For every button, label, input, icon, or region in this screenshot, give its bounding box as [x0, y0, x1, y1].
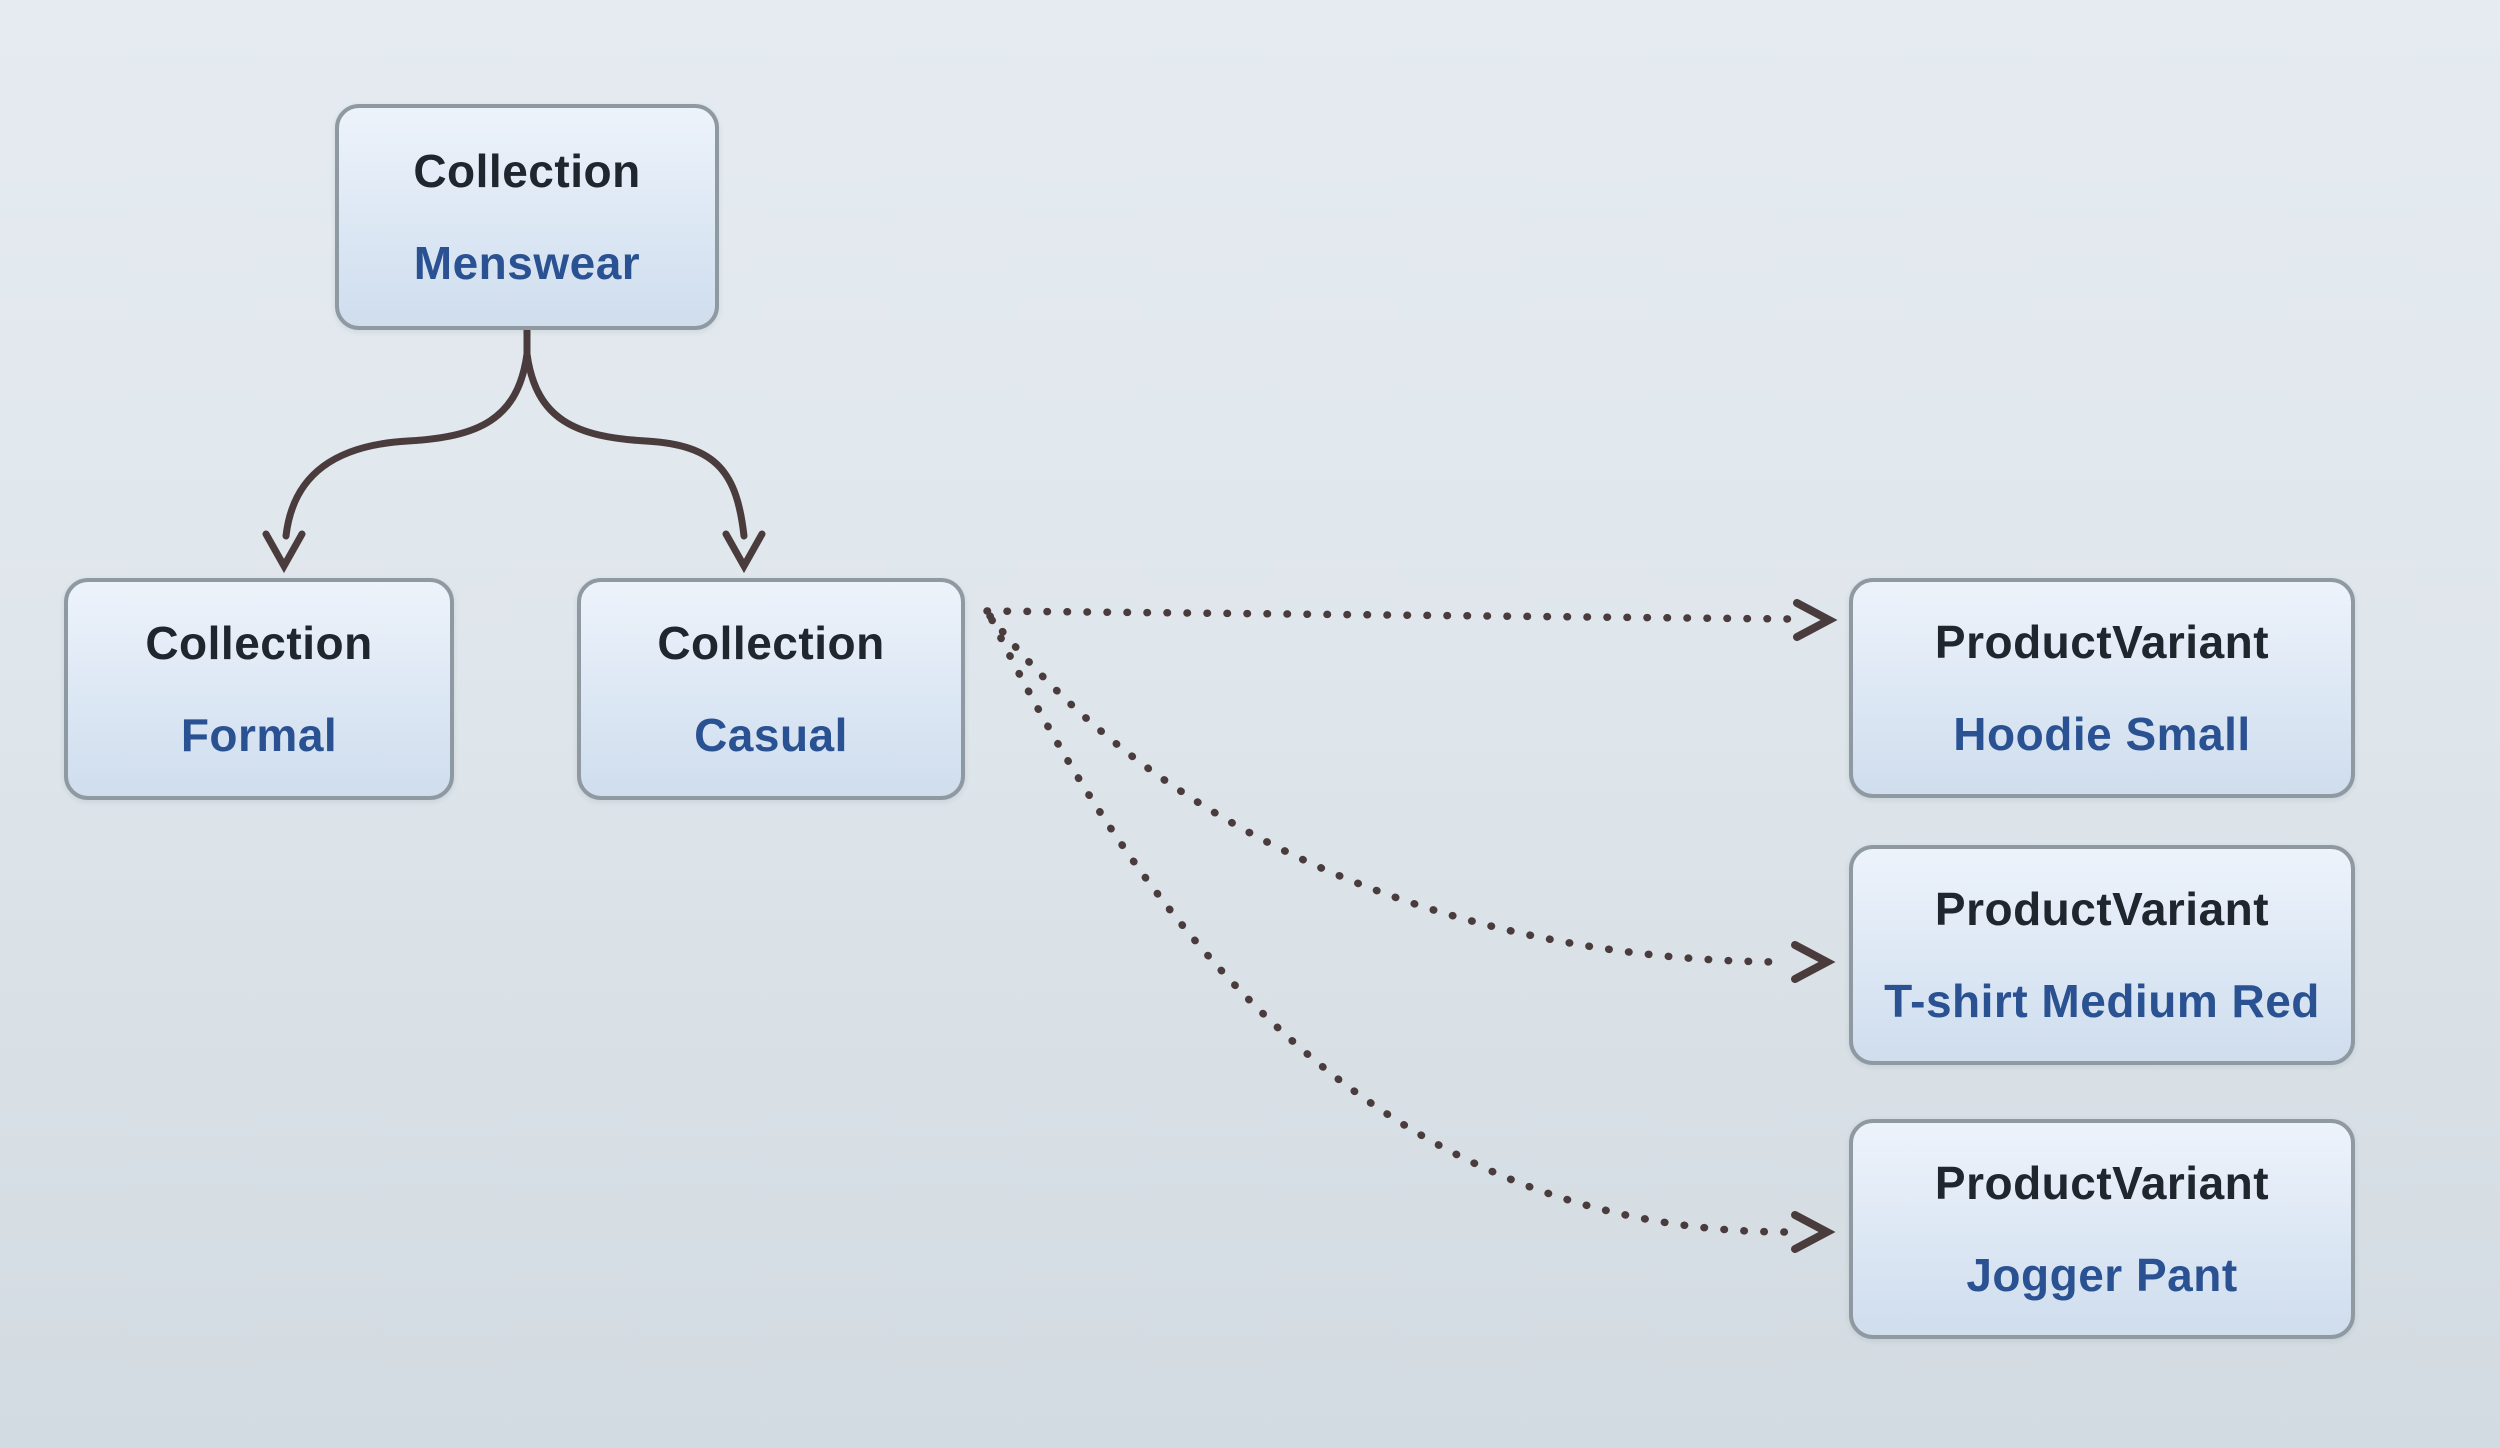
node-collection-formal: Collection Formal: [64, 578, 454, 800]
node-instance-label: Jogger Pant: [1966, 1249, 2238, 1301]
node-productvariant-tshirt-medium-red: ProductVariant T-shirt Medium Red: [1849, 845, 2355, 1065]
node-collection-menswear: Collection Menswear: [335, 104, 719, 330]
node-instance-label: Formal: [180, 709, 338, 761]
node-type-label: ProductVariant: [1934, 616, 2270, 668]
node-type-label: ProductVariant: [1934, 883, 2270, 935]
node-collection-casual: Collection Casual: [577, 578, 965, 800]
node-instance-label: Hoodie Small: [1953, 708, 2251, 760]
edge-casual-jogger: [988, 616, 1836, 1253]
edge-menswear-casual: [523, 327, 766, 574]
node-type-label: ProductVariant: [1934, 1157, 2270, 1209]
node-instance-label: Menswear: [413, 237, 641, 289]
node-instance-label: T-shirt Medium Red: [1884, 975, 2320, 1027]
edge-menswear-formal: [262, 327, 531, 574]
node-type-label: Collection: [657, 617, 885, 669]
node-instance-label: Casual: [694, 709, 848, 761]
edge-casual-hoodie: [983, 599, 1838, 641]
node-type-label: Collection: [413, 145, 641, 197]
node-productvariant-jogger-pant: ProductVariant Jogger Pant: [1849, 1119, 2355, 1339]
node-productvariant-hoodie-small: ProductVariant Hoodie Small: [1849, 578, 2355, 798]
edge-casual-tshirt: [986, 612, 1836, 983]
node-type-label: Collection: [145, 617, 373, 669]
